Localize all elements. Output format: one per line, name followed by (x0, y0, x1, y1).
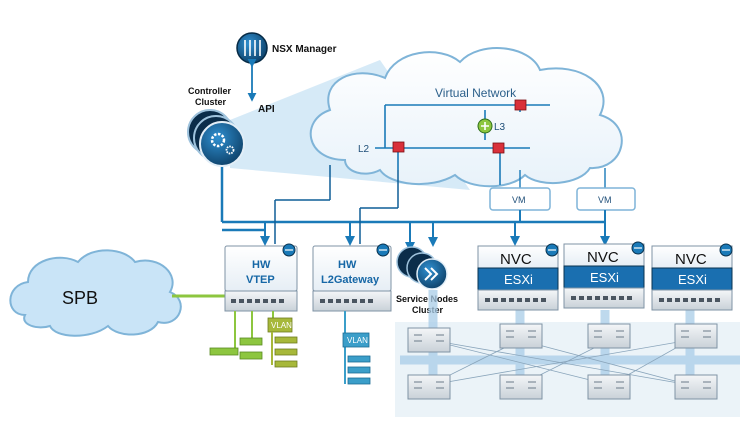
vtep-endpoint-tree (234, 311, 274, 352)
nsx-manager-label: NSX Manager (272, 44, 337, 55)
service-nodes-cluster-icon (396, 246, 448, 290)
hw-vtep-label-1: HW (252, 259, 271, 271)
virtual-switch-icon-l2 (392, 141, 405, 153)
host-3-nvc-label: NVC (675, 251, 707, 268)
virtual-network-cloud (309, 47, 623, 188)
svg-text:VLAN: VLAN (271, 321, 292, 330)
spb-label: SPB (62, 288, 98, 308)
hw-vtep-device (224, 243, 298, 312)
hw-l2gateway-label-2: L2Gateway (321, 274, 380, 286)
esxi-host-2 (563, 241, 645, 309)
underlay-fabric (395, 290, 740, 417)
virtual-router-icon-bottom (492, 142, 505, 154)
controller-cluster-icon (187, 109, 245, 167)
service-nodes-label-1: Service Nodes (396, 294, 458, 304)
vm-box: VM (576, 187, 636, 211)
nsx-manager-icon (236, 32, 268, 64)
l2-label: L2 (358, 144, 370, 155)
host-3-esxi-label: ESXi (678, 272, 707, 287)
vm-box: VM (489, 187, 551, 211)
service-nodes-label-2: Cluster (412, 305, 444, 315)
vlan-tag-l2gateway: VLAN (342, 311, 371, 385)
switch-port-lines (414, 330, 711, 389)
hw-l2gateway-device (312, 243, 392, 312)
l3-router-icon (477, 118, 493, 134)
virtual-network-title: Virtual Network (435, 86, 517, 100)
esxi-host-1 (477, 243, 559, 311)
hw-vtep-label-2: VTEP (246, 274, 275, 286)
host-2-nvc-label: NVC (587, 249, 619, 266)
hw-l2gateway-label-1: HW (338, 259, 357, 271)
host-1-esxi-label: ESXi (504, 272, 533, 287)
underlay-switches-top (407, 323, 718, 353)
host-2-esxi-label: ESXi (590, 270, 619, 285)
host-1-nvc-label: NVC (500, 251, 532, 268)
spb-cloud (9, 249, 182, 337)
api-label: API (258, 104, 275, 115)
vlan-hosts-vtep (271, 332, 298, 368)
controller-cluster-label-1: Controller (188, 86, 231, 96)
vtep-endpoints (209, 337, 263, 360)
l3-label: L3 (494, 122, 506, 133)
data-plane-links (274, 165, 399, 244)
vlan-tag-vtep: VLAN (267, 317, 293, 333)
control-plane-bus (220, 167, 605, 232)
bus-drops (260, 210, 610, 252)
virtual-router-icon-top (514, 99, 527, 111)
esxi-host-3 (651, 243, 733, 311)
svg-text:VLAN: VLAN (347, 336, 368, 345)
svg-text:VM: VM (598, 195, 612, 205)
controller-cluster-label-2: Cluster (195, 97, 227, 107)
underlay-switches-bottom (407, 374, 718, 400)
svg-text:VM: VM (512, 195, 526, 205)
